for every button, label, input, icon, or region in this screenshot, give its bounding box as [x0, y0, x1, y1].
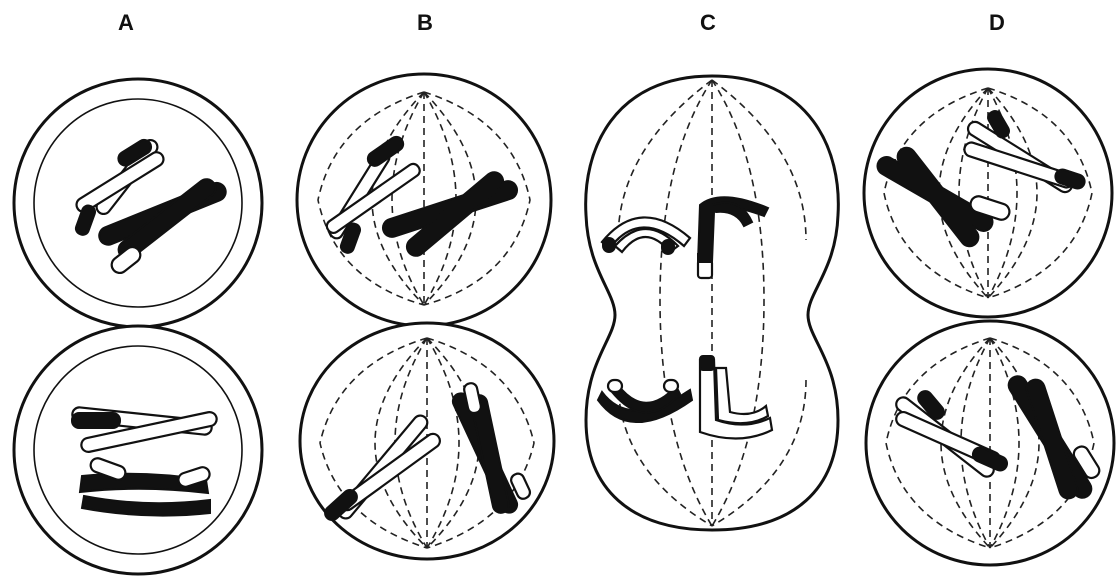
panel-b-top-cell [297, 74, 551, 326]
panel-a-top-cell [14, 79, 262, 327]
panel-a-bottom-cell [14, 326, 262, 574]
panel-b-bottom-cell [300, 323, 554, 559]
panel-d-bottom-cell [866, 321, 1114, 565]
panel-c-dividing-cell [586, 76, 839, 530]
panel-d-top-cell [864, 69, 1112, 317]
